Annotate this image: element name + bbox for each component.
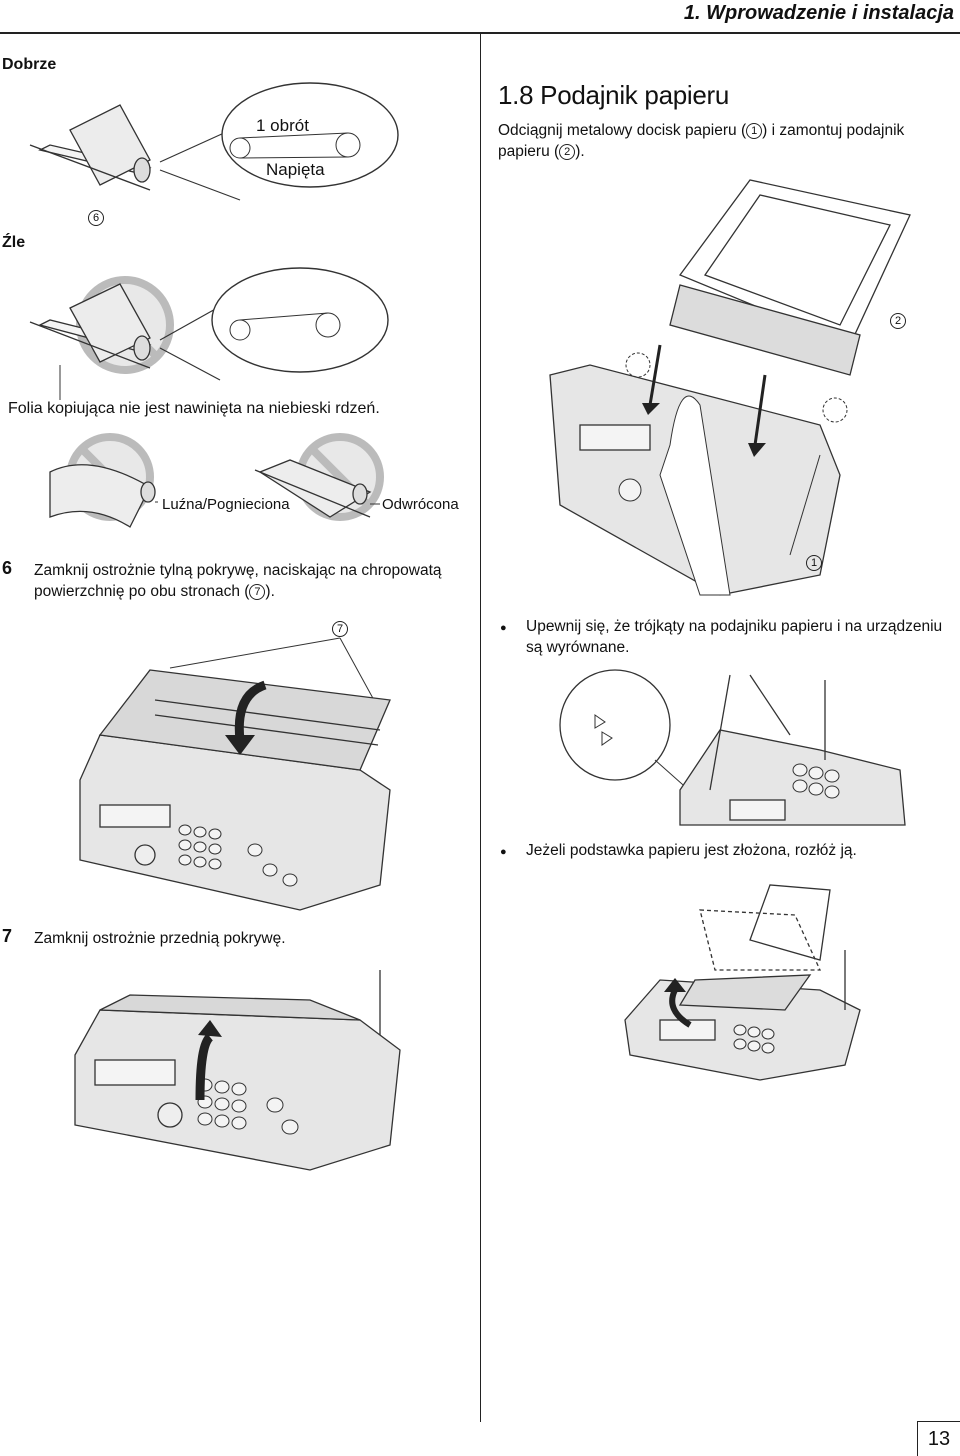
chapter-title: 1. Wprowadzenie i instalacja <box>683 2 954 24</box>
figure-marker-1: 1 <box>806 554 822 572</box>
bad-label: Źle <box>2 234 26 251</box>
paper-stand-illustration <box>624 884 861 1081</box>
header-divider <box>0 32 960 34</box>
section-title: 1.8 Podajnik papieru <box>498 80 730 110</box>
figure-marker-7: 7 <box>332 620 348 638</box>
callout-marker-6: 6 <box>88 209 104 227</box>
good-callout-text-1: 1 obrót <box>256 116 309 135</box>
bad-caption: Folia kopiująca nie jest nawinięta na ni… <box>8 400 380 417</box>
ref-1: 1 <box>746 123 763 139</box>
fax-rear-cover-illustration <box>79 637 391 911</box>
good-callout-text-2: Napięta <box>266 160 325 179</box>
triangle-alignment-illustration <box>559 669 906 826</box>
ref-7: 7 <box>249 584 266 600</box>
loose-reversed-illustration <box>49 433 384 528</box>
bad-ribbon-illustration <box>29 267 389 400</box>
intro-text: Odciągnij metalowy docisk papieru (1) i … <box>498 122 905 160</box>
fax-front-cover-illustration <box>74 970 401 1171</box>
page-number: 13 <box>917 1421 960 1456</box>
figure-marker-2: 2 <box>890 312 906 330</box>
step-6-number: 6 <box>2 558 13 578</box>
step-7-text: Zamknij ostrożnie przednią pokrywę. <box>34 930 286 947</box>
paper-tray-install-illustration <box>549 179 911 596</box>
good-ribbon-illustration <box>29 82 399 201</box>
bullet-align-triangles: Upewnij się, że trójkąty na podajniku pa… <box>500 616 956 658</box>
step-6-text: Zamknij ostrożnie tylną pokrywę, naciska… <box>34 562 442 600</box>
bullet-unfold-stand: Jeżeli podstawka papieru jest złożona, r… <box>500 840 956 863</box>
good-label: Dobrze <box>2 56 57 73</box>
reversed-label: Odwrócona <box>382 496 459 513</box>
step-7-number: 7 <box>2 926 13 946</box>
ref-2: 2 <box>559 144 576 160</box>
column-divider <box>480 34 481 1422</box>
loose-label: Luźna/Pognieciona <box>162 496 290 513</box>
